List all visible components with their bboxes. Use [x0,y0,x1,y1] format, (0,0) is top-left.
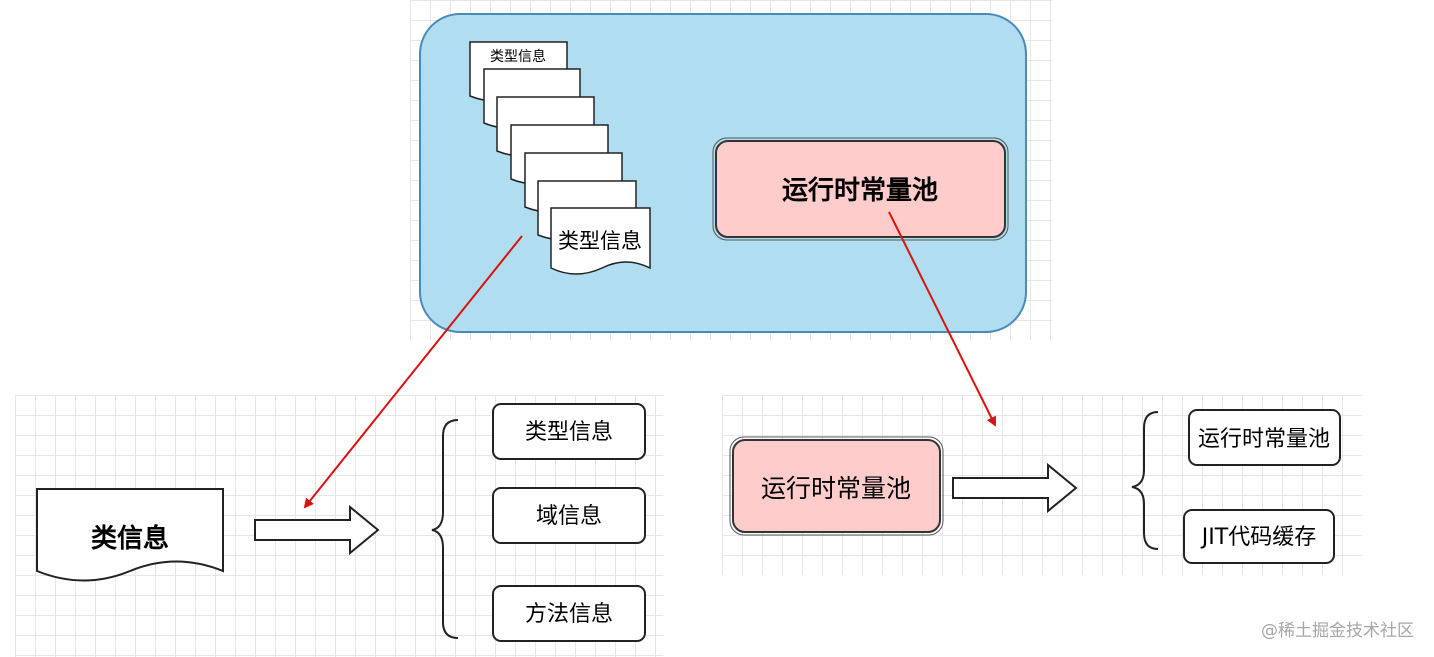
hollow-arrow-left [254,504,380,556]
item-box-jit-cache [1183,509,1335,564]
runtime-pool-box-top [715,140,1006,238]
type-info-doc-stack [469,41,651,275]
item-box-field-info [492,487,646,544]
hollow-arrow-right [952,462,1078,514]
item-label-runtime-pool: 运行时常量池 [1198,427,1330,452]
curly-brace-right [1131,411,1159,550]
runtime-pool-box-bottom [732,439,941,533]
item-box-method-info [492,585,646,642]
item-box-runtime-pool [1188,409,1341,466]
runtime-pool-bottom-label: 运行时常量池 [761,474,911,503]
runtime-pool-top-label: 运行时常量池 [782,175,938,206]
doc-sheet-7 [550,207,651,275]
item-label-type-info: 类型信息 [525,420,613,445]
red-arrow-left [303,235,523,509]
doc-stack-top-label: 类型信息 [490,48,546,65]
item-box-type-info [492,403,646,460]
watermark: @稀土掘金技术社区 [1261,621,1414,641]
class-info-label: 类信息 [91,523,169,554]
class-info-doc [36,488,224,582]
item-label-method-info: 方法信息 [525,602,613,627]
curly-brace-left [431,419,459,639]
item-label-field-info: 域信息 [536,504,602,529]
runtime-pool-box-bottom-outline [729,436,944,536]
doc-stack-front-label: 类型信息 [558,229,642,253]
red-arrow-right [888,211,996,427]
runtime-pool-box-top-outline [712,137,1009,241]
item-label-jit-cache: JIT代码缓存 [1200,525,1316,550]
